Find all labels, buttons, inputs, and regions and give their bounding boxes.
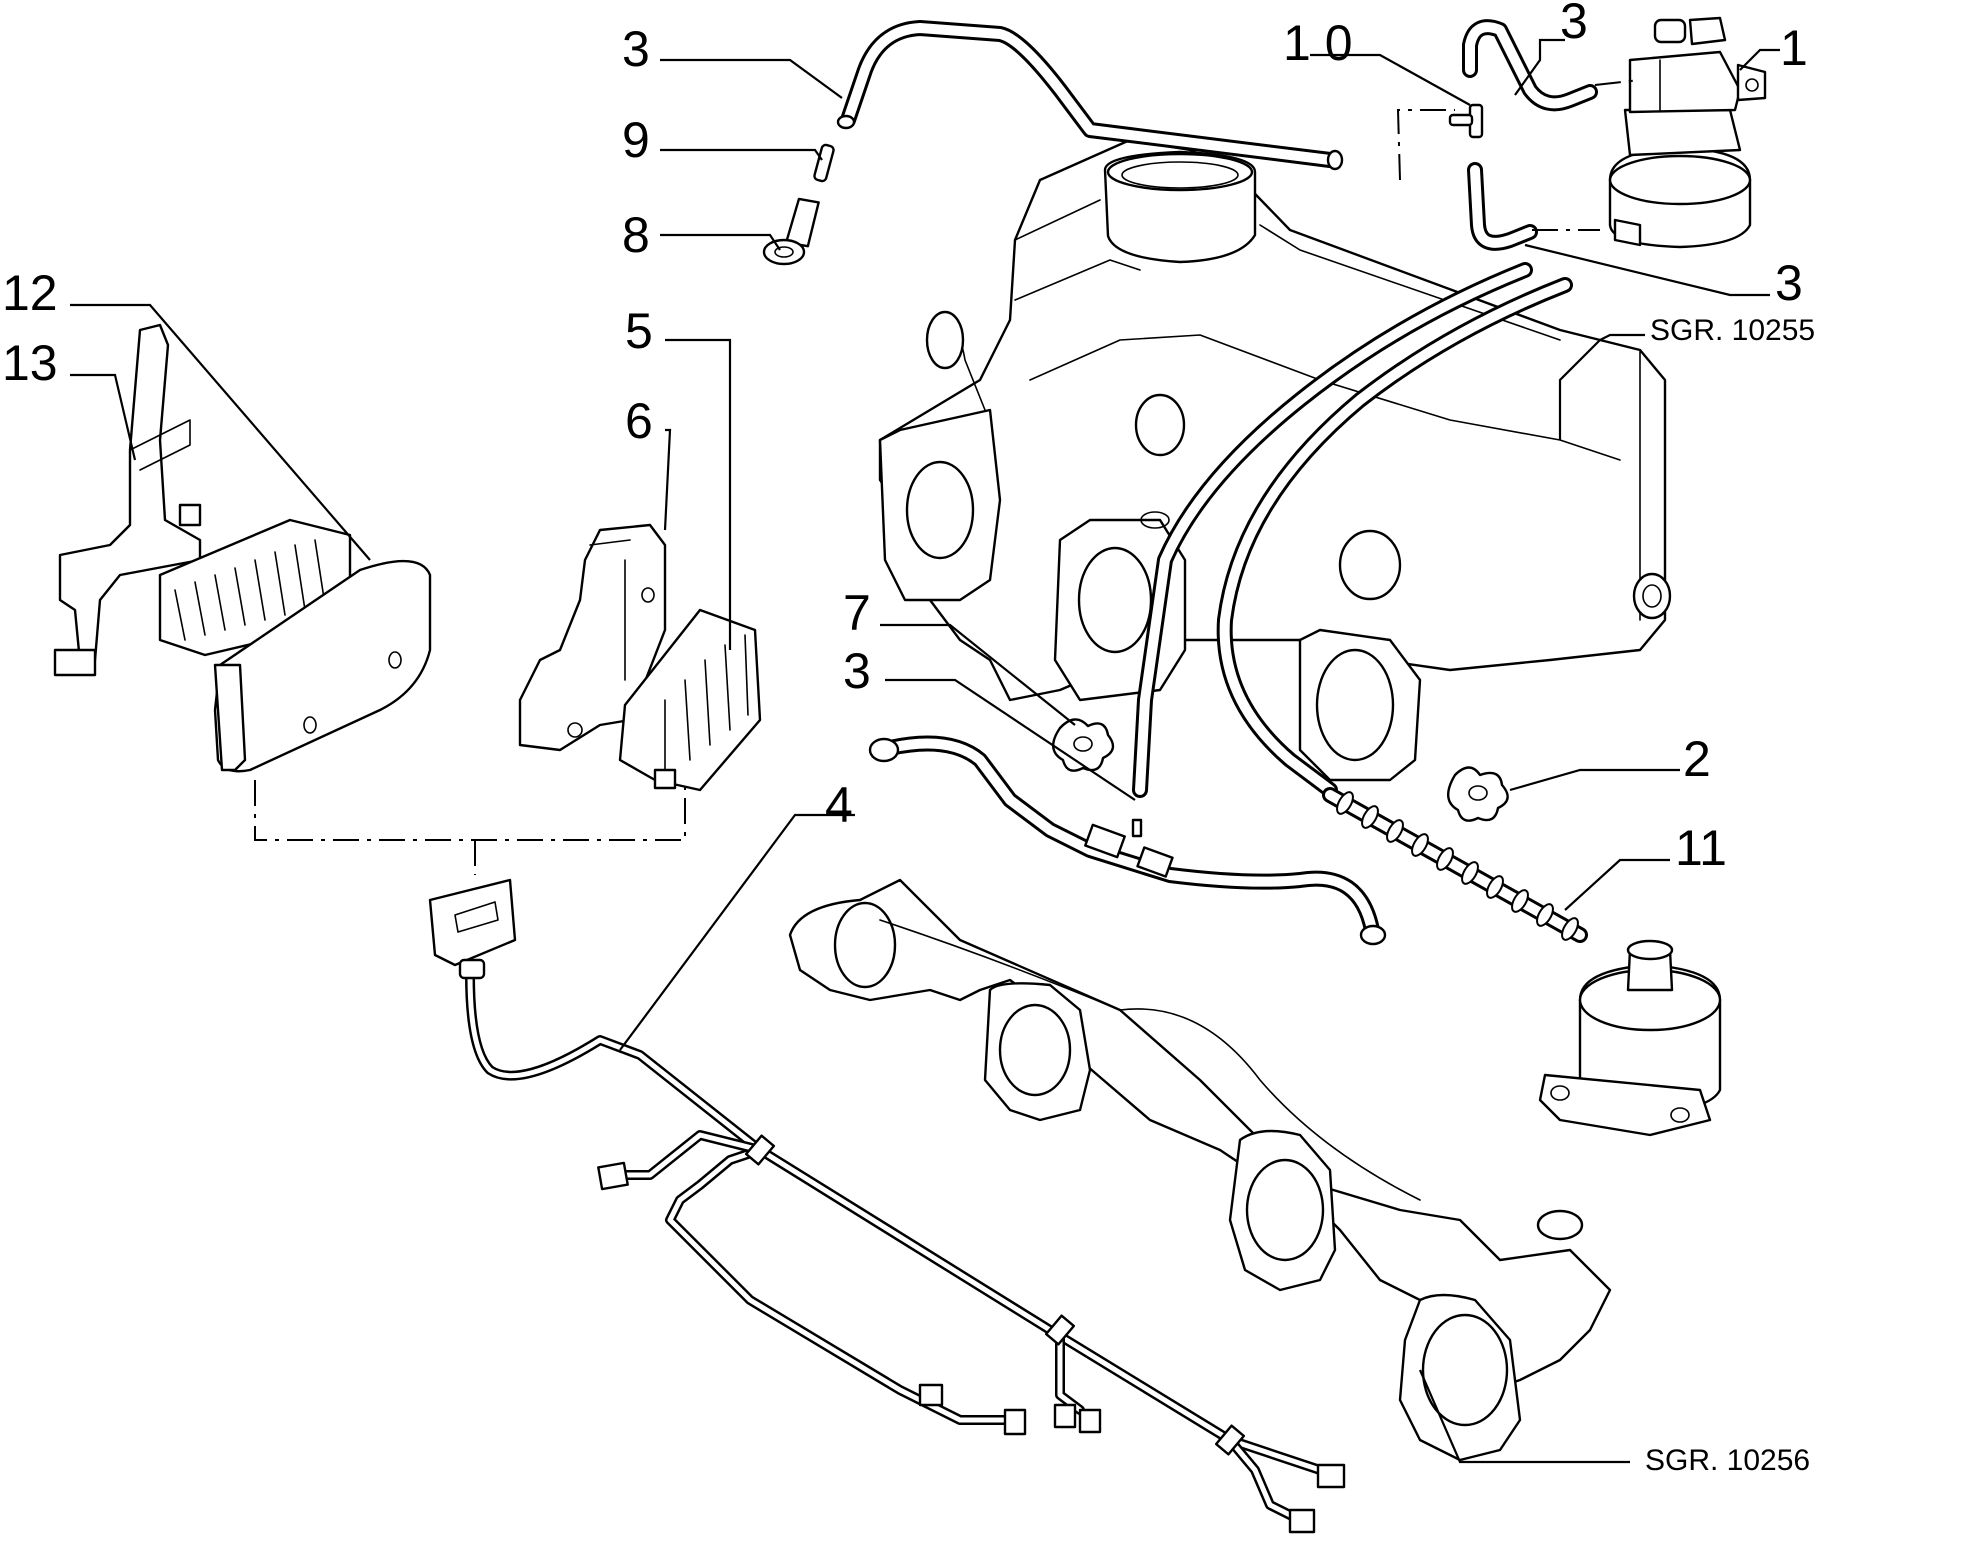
callout-3-right: 3 [1775,255,1803,311]
callout-12: 12 [2,265,58,321]
intake-manifold [878,138,1672,782]
callout-6: 6 [625,393,653,449]
grommet-2 [1447,766,1509,822]
hose-fitting [762,197,820,266]
callout-8: 8 [622,207,650,263]
reference-exhaust: SGR. 10256 [1645,1444,1810,1477]
corrugated-hose [1322,787,1588,943]
callout-3-left: 3 [843,643,871,699]
reference-intake: SGR. 10255 [1650,314,1815,347]
vacuum-hose-top [836,20,1344,171]
mounting-bracket [53,323,202,677]
vacuum-hose-long [1132,262,1573,798]
egr-valve [1538,939,1722,1137]
callout-1: 1 [1780,20,1808,76]
wiring-harness [428,878,1346,1534]
callout-5: 5 [625,303,653,359]
control-unit [158,518,432,773]
vacuum-hose-t-connector [868,735,1387,946]
callout-9: 9 [622,112,650,168]
callout-11: 11 [1675,820,1727,876]
callout-labels: 3 9 8 12 13 5 6 7 3 4 1 0 3 1 3 2 11 SGR… [2,0,1815,1477]
relay-module [618,608,762,792]
vacuum-solenoid-valve [1608,16,1767,249]
assembly-lines [254,79,1641,875]
pin [813,143,835,183]
callout-13: 13 [2,335,58,391]
vacuum-hose-lower-right [1467,162,1538,251]
callout-4: 4 [825,777,853,833]
callout-7: 7 [843,585,871,641]
callout-2: 2 [1683,731,1711,787]
exhaust-manifold [788,878,1612,1462]
t-fitting [1448,103,1484,139]
leader-lines [70,38,1780,1464]
callout-3-right-top: 3 [1560,0,1588,49]
callout-3-top: 3 [622,21,650,77]
module-bracket [518,523,667,752]
callout-10: 1 0 [1283,15,1353,71]
grommet-7 [1052,718,1115,772]
vacuum-hose-upper-right [1462,19,1598,112]
